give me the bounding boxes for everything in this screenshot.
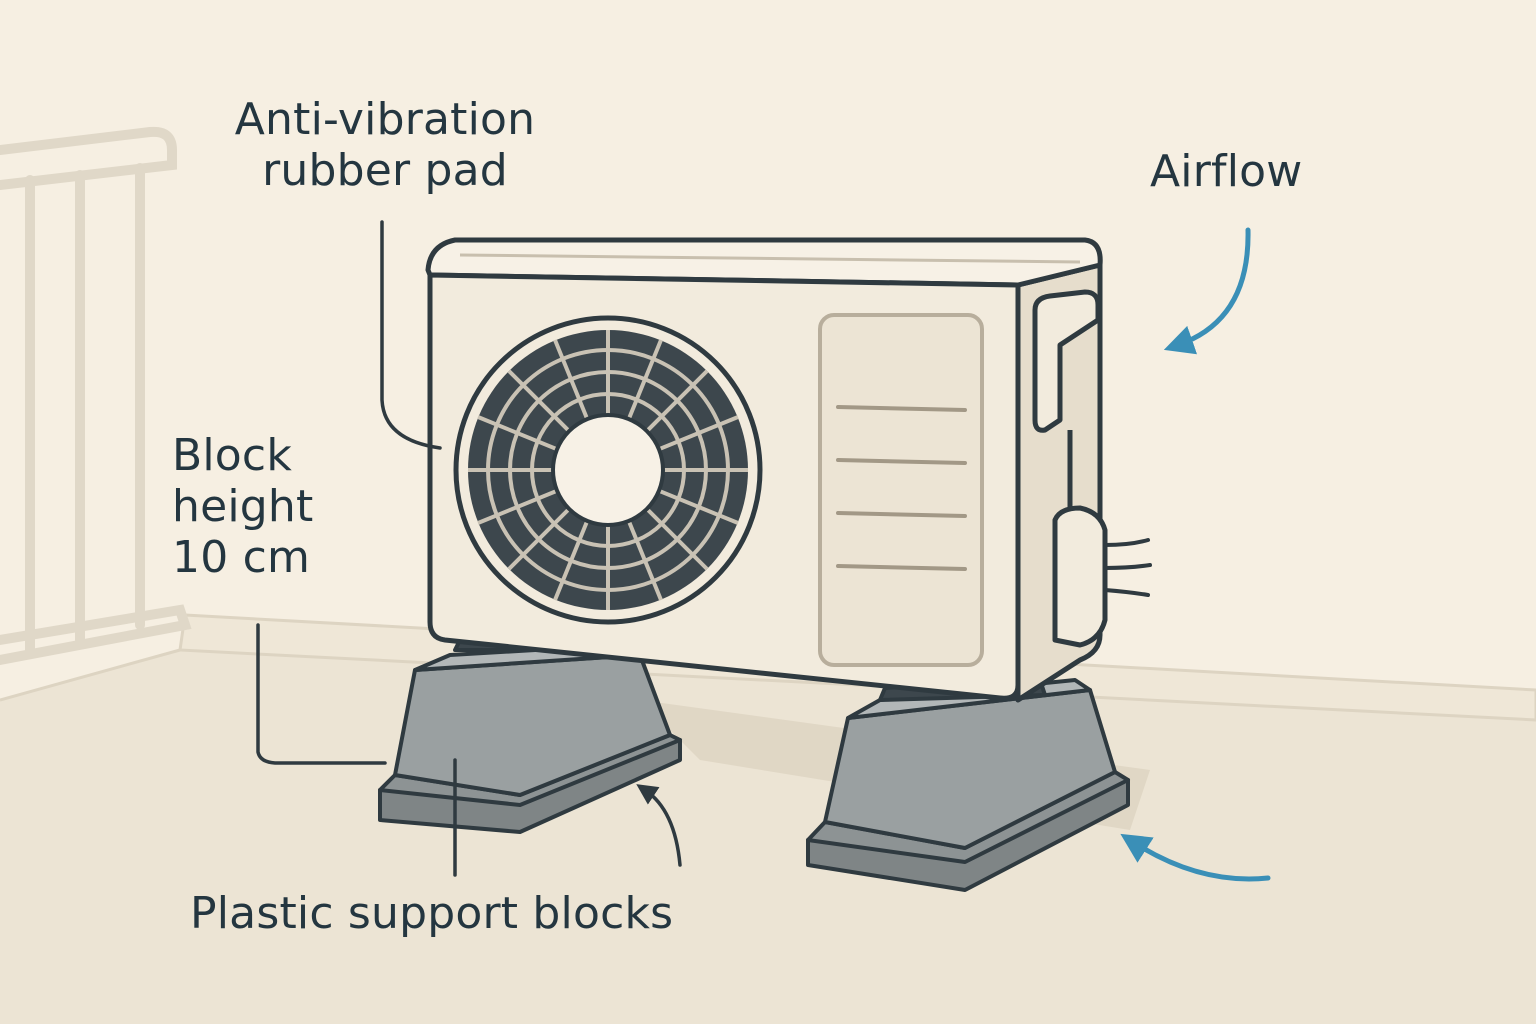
fan-grille-icon [453, 315, 763, 625]
floor [0, 648, 1536, 1024]
block-height-label-line-1: Block [172, 430, 293, 481]
plastic-support-blocks-label: Plastic support blocks [190, 888, 674, 939]
airflow-arrow-icon [1120, 227, 1271, 882]
leader-lines [256, 220, 682, 877]
anti-vibration-pad-label: Anti-vibration rubber pad [200, 94, 570, 196]
anti-vibration-label-line-2: rubber pad [262, 145, 508, 197]
airflow-label: Airflow [1150, 146, 1303, 197]
block-height-label-line-3: 10 cm [172, 532, 311, 584]
anti-vibration-label-line-1: Anti-vibration [234, 94, 536, 145]
block-height-label: Block height 10 cm [172, 430, 313, 583]
balcony-railing [0, 126, 192, 665]
block-height-label-line-2: height [172, 481, 314, 533]
